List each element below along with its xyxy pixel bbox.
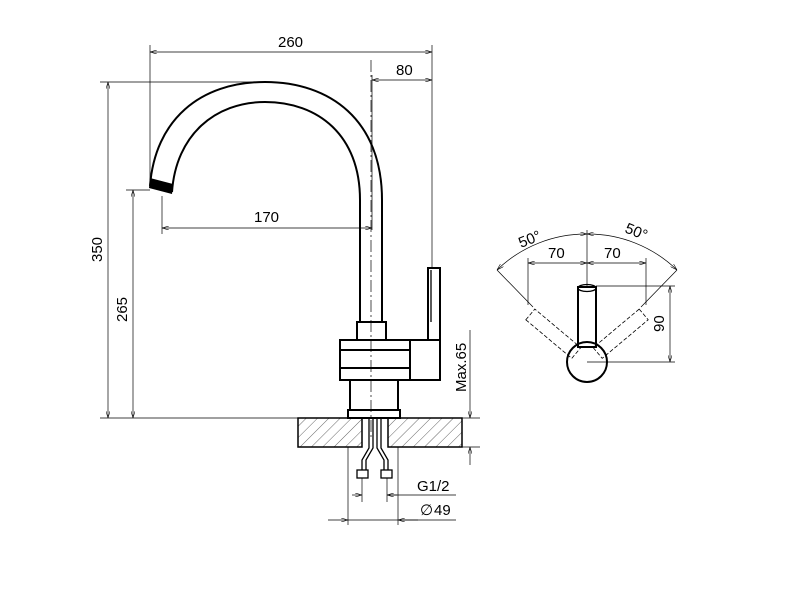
dimension-max-65: Max.65 bbox=[453, 330, 470, 465]
supply-hoses bbox=[356, 418, 393, 479]
dimension-label: 170 bbox=[254, 209, 279, 226]
dimension-thread: G1/2 bbox=[352, 478, 456, 502]
angle-label: 50° bbox=[516, 227, 543, 251]
dimension-90: 90 bbox=[587, 285, 675, 363]
dimension-label: 70 bbox=[604, 245, 621, 262]
dimension-label: 350 bbox=[89, 237, 106, 262]
lever-positions bbox=[525, 283, 649, 383]
dimension-label: 260 bbox=[278, 34, 303, 51]
handle-lever bbox=[427, 267, 441, 341]
spout bbox=[149, 80, 383, 322]
dimension-label: 80 bbox=[396, 62, 413, 79]
dimension-offsets: 70 70 bbox=[527, 245, 647, 305]
dimension-label: 70 bbox=[548, 245, 565, 262]
dimension-label: 265 bbox=[114, 297, 131, 322]
angle-label: 50° bbox=[623, 220, 650, 244]
countertop-section bbox=[297, 417, 480, 448]
diameter-symbol: ∅ bbox=[420, 502, 433, 519]
faucet-front-view: 260 80 350 265 170 Max.65 bbox=[89, 34, 480, 525]
dimension-hole-diameter: ∅ 49 bbox=[328, 447, 456, 525]
dimension-label: Max.65 bbox=[453, 343, 470, 392]
dimension-265: 265 bbox=[114, 189, 150, 418]
dimension-170: 170 bbox=[161, 196, 372, 234]
dimension-label: 90 bbox=[651, 315, 668, 332]
dimension-label: 49 bbox=[434, 502, 451, 519]
dimension-label: G1/2 bbox=[417, 478, 450, 495]
faucet-body bbox=[339, 267, 441, 419]
dimension-80: 80 bbox=[371, 62, 432, 230]
faucet-top-view: 50° 50° 70 70 90 bbox=[497, 220, 677, 383]
dimension-260: 260 bbox=[149, 34, 433, 268]
